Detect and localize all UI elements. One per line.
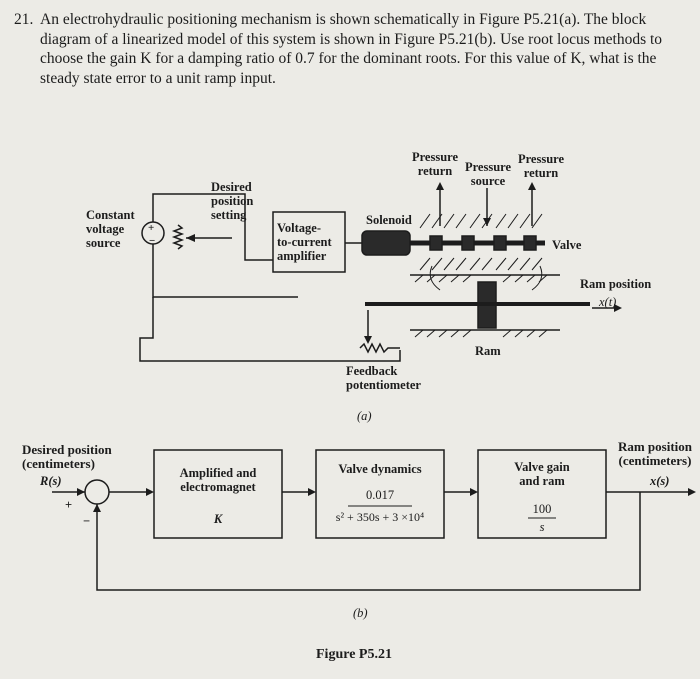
caption-a: (a) [357,409,372,423]
desired-setting-label: Desired position setting [211,180,254,222]
block2-numerator: 0.017 [365,488,395,502]
sum-minus: − [83,514,91,528]
block3-numerator: 100 [532,502,552,516]
block-valve-dynamics [315,449,445,539]
block-valve-gain [477,449,607,539]
input-label: Desired position (centimeters) [22,442,112,471]
feedback-path [96,492,641,591]
caption-b: (b) [353,606,368,620]
solenoid-label: Solenoid [366,213,412,227]
output-label: Ram position (centimeters) [617,439,693,468]
solenoid-body [361,230,411,256]
output-symbol: x(s) [650,474,670,488]
input-symbol: R(s) [40,474,62,488]
source-plus-sign: + [148,222,155,234]
pressure-return-right-label: Pressure return [517,152,565,180]
ram-label: Ram [475,344,501,358]
sum-plus: + [65,498,73,512]
problem-statement: 21. An electrohydraulic positioning mech… [14,10,674,88]
amplifier-label: Voltage- to-current amplifier [277,221,332,263]
figure-caption: Figure P5.21 [316,647,392,662]
block3-title: Valve gain and ram [514,460,570,488]
block3-denominator: s [539,520,545,534]
valve-label: Valve [552,238,582,252]
constant-voltage-label: Constant voltage source [86,208,135,250]
feedback-potentiometer [359,342,400,354]
ram-position-symbol: x(t) [599,295,617,309]
problem-text: An electrohydraulic positioning mechanis… [40,11,663,87]
summing-junction [84,479,110,505]
block2-title: Valve dynamics [338,462,422,476]
setting-potentiometer [171,224,185,250]
pressure-source-label: Pressure source [464,160,512,188]
wire-top [152,193,273,261]
feedback-potentiometer-label: Feedback potentiometer [346,364,421,392]
block1-title: Amplified and electromagnet [179,466,257,494]
block-amplifier [153,449,283,539]
problem-number: 21. [14,11,34,28]
ram-position-label: Ram position [580,277,652,291]
source-minus-sign: − [149,235,156,247]
block2-denominator: s² + 350s + 3 ×10⁴ [335,510,425,524]
amplifier-box [272,211,346,273]
wire-bottom [139,297,401,362]
pressure-return-left-label: Pressure return [411,150,459,178]
block1-gain: K [213,512,223,526]
